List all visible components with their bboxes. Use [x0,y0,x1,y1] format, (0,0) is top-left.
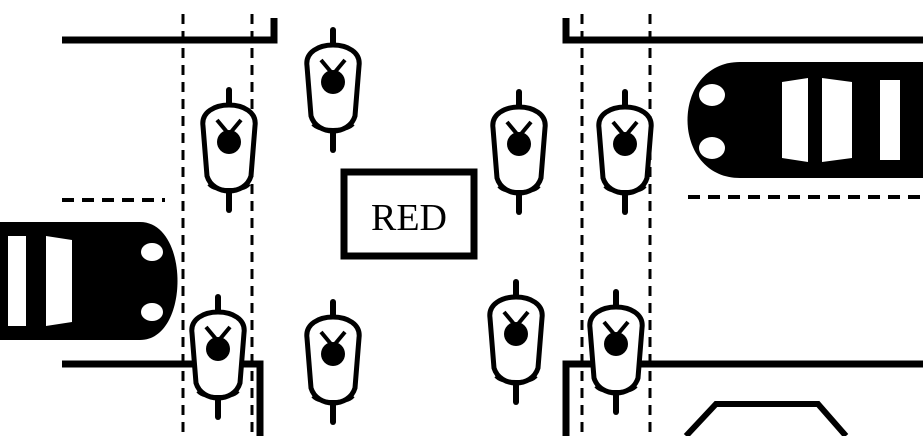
car-left [0,222,178,340]
kerb-bottom-left [62,360,264,436]
kerb-top-right [562,18,923,44]
cyclist-top-right-a [493,92,545,212]
bike-lanes [181,14,652,436]
kerb-bottom-right [562,360,923,436]
cyclist-bottom-right-a [490,282,542,402]
cyclist-bottom-center [307,302,359,422]
kerb-top-left [62,18,278,44]
car-bottom-right-outline [683,401,849,436]
cyclist-top-right-lane [599,92,651,212]
car-right [687,62,923,178]
cyclist-bottom-left-lane [192,297,244,417]
road-edges [62,18,923,436]
traffic-signal-sign: RED [340,168,478,260]
cyclist-bottom-right-lane [590,292,642,412]
cyclist-top-left-lane [203,90,255,210]
cyclist-top-center [307,30,359,150]
signal-label: RED [371,197,447,239]
